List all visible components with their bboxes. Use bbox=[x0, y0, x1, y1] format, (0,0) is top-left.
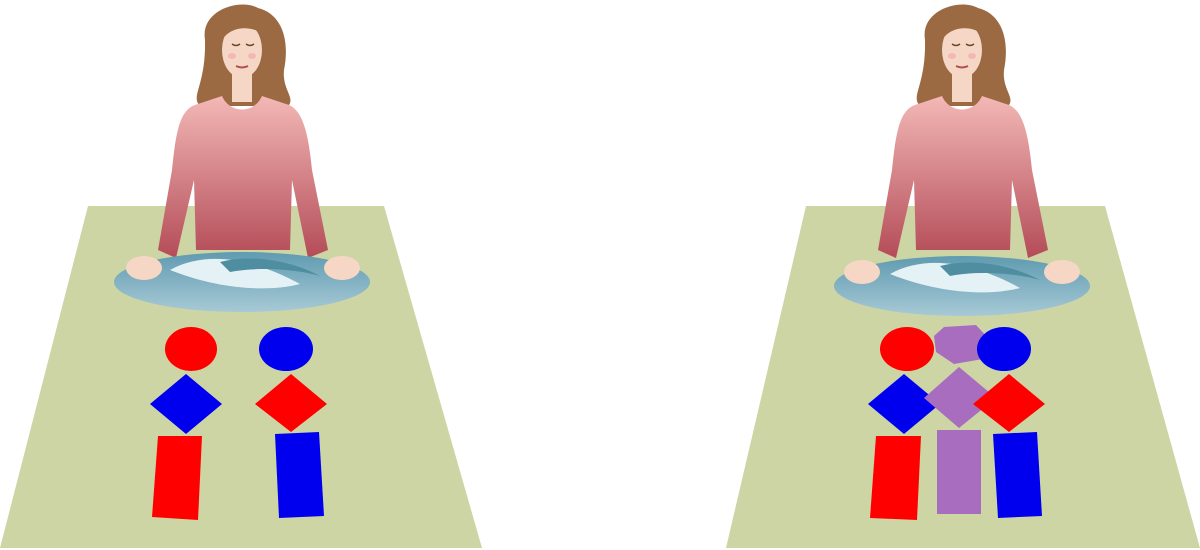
left-scene bbox=[0, 5, 482, 548]
blue-rectangle-shape bbox=[993, 432, 1042, 518]
blue-rectangle-shape bbox=[275, 432, 324, 518]
right-scene bbox=[726, 5, 1200, 548]
red-circle-shape bbox=[165, 327, 217, 371]
red-rectangle-shape bbox=[152, 436, 202, 520]
red-rectangle-shape bbox=[870, 436, 921, 520]
red-circle-shape bbox=[880, 327, 934, 371]
blue-circle-shape bbox=[259, 327, 313, 371]
meditating-woman-left bbox=[114, 5, 370, 312]
purple-rectangle-shape bbox=[937, 430, 981, 514]
meditating-woman-right bbox=[834, 5, 1090, 316]
blue-circle-shape bbox=[977, 327, 1031, 371]
shape-set-right bbox=[868, 325, 1045, 520]
